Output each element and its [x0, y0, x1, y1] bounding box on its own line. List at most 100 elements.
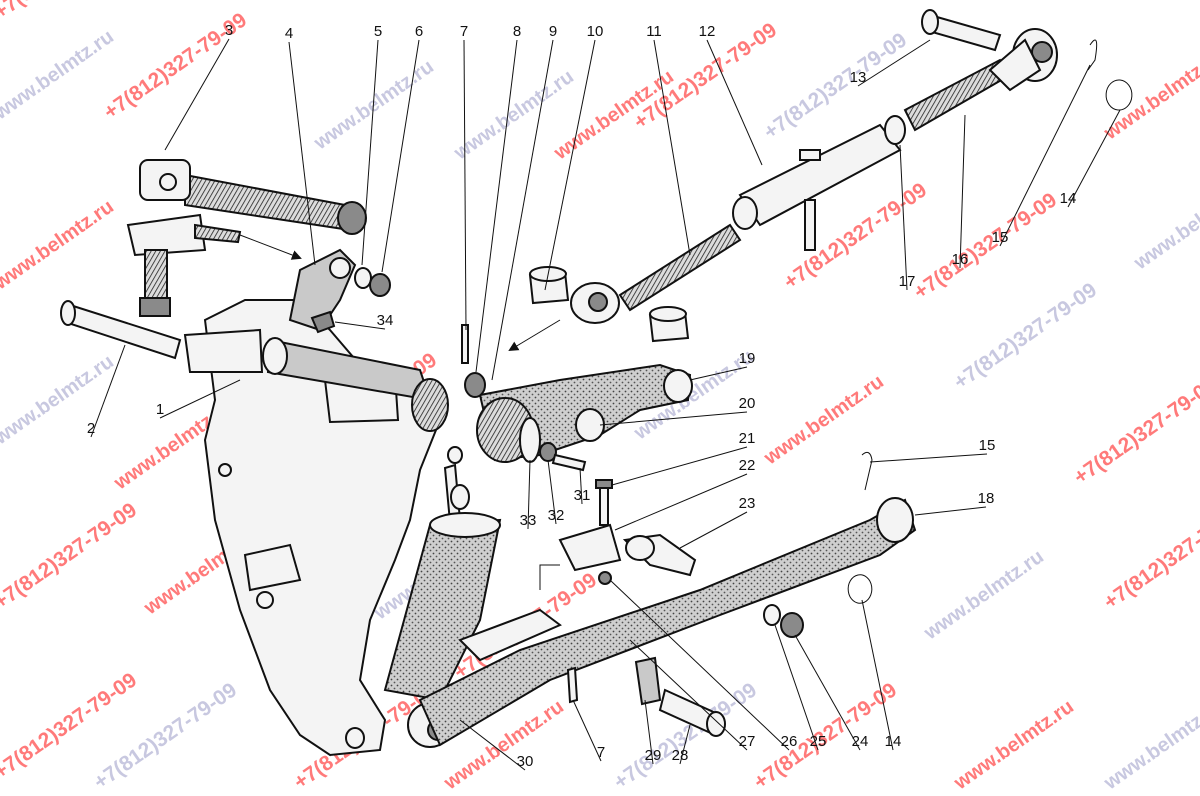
leader-line-19 [689, 366, 748, 381]
part-label-20: 20 [739, 395, 756, 412]
part-label-14: 14 [1060, 190, 1077, 207]
part-label-18: 18 [978, 490, 995, 507]
watermark-site: www.belmtz.ru [759, 371, 887, 470]
cotter-pin-7-bottom [566, 666, 579, 704]
leader-line-31 [579, 467, 583, 505]
leader-line-17 [899, 144, 908, 291]
part-label-26: 26 [781, 733, 798, 750]
leader-line-9 [491, 39, 554, 381]
leader-line-29 [644, 699, 654, 765]
part-label-28: 28 [672, 747, 689, 764]
part-label-27: 27 [739, 733, 756, 750]
part-label-1: 1 [156, 401, 164, 418]
part-label-10: 10 [587, 23, 604, 40]
leader-line-21 [611, 446, 748, 486]
leader-line-20 [599, 411, 748, 426]
leader-line-23 [679, 511, 748, 549]
leader-line-32 [547, 459, 557, 525]
adjuster-parts [558, 479, 697, 585]
watermark-site: www.belmtz.ru [0, 196, 118, 295]
part-label-11: 11 [646, 23, 662, 40]
lower-link-18 [418, 497, 917, 747]
part-label-15: 15 [979, 437, 996, 454]
part-label-17: 17 [899, 273, 916, 290]
watermark-phone: +7(812)327-79-09 [1100, 498, 1200, 614]
part-label-8: 8 [513, 23, 521, 40]
part-label-30: 30 [517, 753, 534, 770]
part-label-7: 7 [597, 744, 605, 761]
upper-link-3 [126, 159, 367, 317]
leader-line-8 [475, 39, 518, 373]
part-label-21: 21 [739, 430, 756, 447]
watermark-site: www.belmtz.ru [0, 351, 118, 450]
leader-line-33 [527, 459, 531, 530]
watermark-site: www.belmtz.ru [0, 26, 118, 125]
leader-line-26 [609, 579, 790, 751]
leader-line-7 [463, 39, 467, 331]
part-label-25: 25 [810, 733, 827, 750]
pin-13 [921, 9, 1002, 52]
leader-line-2 [90, 344, 126, 438]
part-label-33: 33 [520, 512, 537, 529]
leader-line-7 [572, 699, 602, 762]
grease-fitting-34 [310, 310, 336, 334]
part-label-23: 23 [739, 495, 756, 512]
leader-line-30 [459, 719, 526, 771]
leader-line-5 [361, 39, 379, 266]
part-label-3: 3 [225, 22, 233, 39]
part-label-24: 24 [852, 733, 869, 750]
part-label-2: 2 [87, 420, 95, 437]
watermark-phone: +7(812)327-79-09 [0, 498, 141, 614]
leader-line-4 [288, 41, 316, 266]
watermark-phone: +7(812)327-79-09 [950, 278, 1101, 394]
leader-line-13 [857, 39, 931, 87]
leader-line-15 [999, 64, 1091, 247]
leader-line-25 [774, 624, 819, 751]
leader-line-6 [381, 39, 420, 273]
leader-line-14 [1067, 109, 1121, 208]
nut-24-washer-25 [763, 604, 804, 638]
watermark-site: www.belmtz.ru [1099, 696, 1200, 795]
top-link-assembly [570, 28, 1058, 324]
leader-line-12 [706, 39, 763, 166]
watermark-phone: +7(812)327-79-09 [0, 0, 141, 24]
bracket-4 [288, 248, 357, 332]
part-label-15: 15 [992, 229, 1009, 246]
leader-line-11 [653, 39, 691, 256]
pin-2 [60, 300, 182, 360]
leader-line-18 [914, 506, 987, 516]
small-parts-arm [443, 324, 587, 524]
part-label-29: 29 [645, 747, 662, 764]
leader-line-34 [334, 321, 386, 330]
part-label-7: 7 [460, 23, 468, 40]
washer-5-nut-6 [354, 267, 391, 297]
watermark-site: www.belmtz.ru [1099, 46, 1200, 145]
part-label-4: 4 [285, 25, 293, 42]
part-label-5: 5 [374, 23, 382, 40]
part-label-19: 19 [739, 350, 756, 367]
part-label-16: 16 [952, 251, 969, 268]
watermark-site: www.belmtz.ru [1129, 176, 1200, 275]
lift-shaft [262, 337, 449, 432]
part-label-13: 13 [850, 69, 867, 86]
leader-line-1 [159, 379, 241, 419]
clips-14-15 [847, 39, 1133, 604]
leader-line-22 [614, 473, 748, 531]
part-label-6: 6 [415, 23, 423, 40]
leader-line-28 [679, 724, 691, 765]
part-label-14: 14 [885, 733, 902, 750]
assembly-arrows [239, 234, 561, 352]
leader-line-27 [629, 639, 748, 751]
pin-28-plate-29 [634, 656, 726, 737]
bushings [528, 266, 690, 343]
part-label-34: 34 [377, 312, 394, 329]
watermark-phone: +7(812)327-79-09 [1070, 373, 1200, 489]
leader-line-14 [861, 599, 894, 751]
leader-line-16 [959, 114, 966, 269]
bracket-26-path [539, 564, 560, 590]
part-label-9: 9 [549, 23, 557, 40]
leader-line-10 [544, 39, 596, 291]
